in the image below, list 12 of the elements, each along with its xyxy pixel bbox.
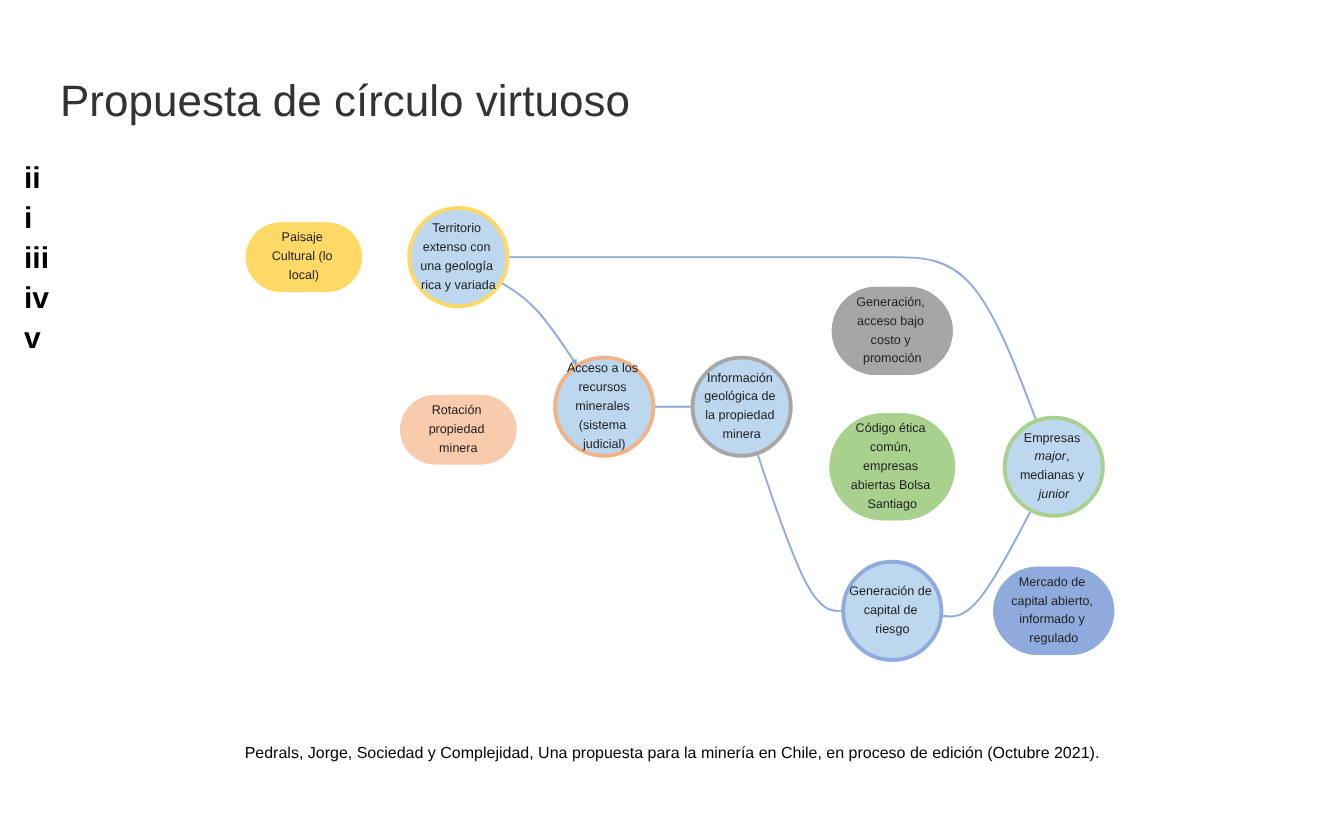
roman-numeral: v — [24, 320, 43, 360]
roman-numeral: iii — [24, 240, 50, 280]
connector — [756, 452, 845, 612]
connector — [940, 509, 1033, 618]
arrow — [499, 281, 578, 367]
roman-numeral: i — [24, 200, 35, 240]
roman-numeral: ii — [24, 160, 43, 200]
caption: Pedrals, Jorge, Sociedad y Complejidad, Una propuesta para la minería en Chile, en proceso de edición (Octubre 2021). — [242, 744, 1102, 762]
roman-numeral: iv — [24, 280, 50, 320]
connector — [506, 256, 1038, 422]
connector — [652, 405, 694, 408]
title: Propuesta de círculo virtuoso — [60, 76, 630, 128]
